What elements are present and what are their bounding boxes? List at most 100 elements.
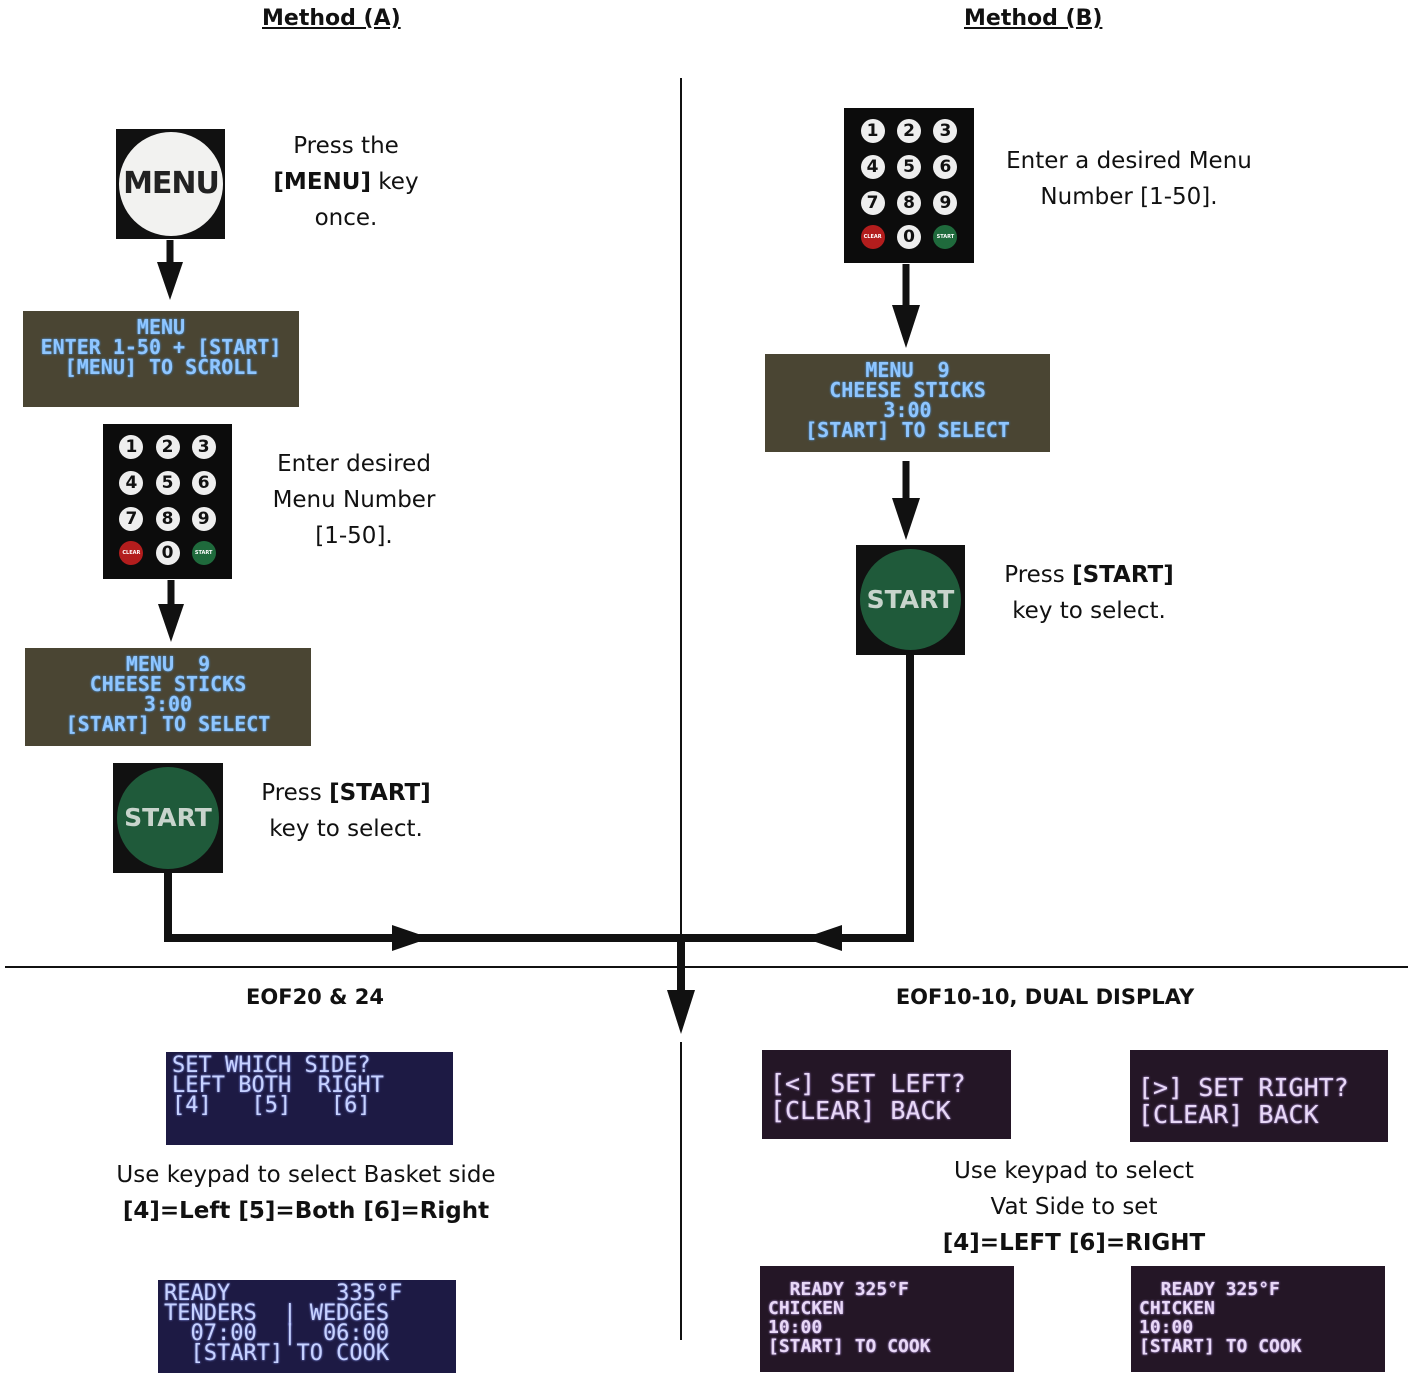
merge-arrow-down xyxy=(667,990,695,1034)
lcd-line: MENU 9 xyxy=(769,360,1046,380)
lcd-line: [START] TO COOK xyxy=(768,1337,1006,1356)
keypad-key-2[interactable]: 2 xyxy=(156,435,180,459)
step2-line: [1-50]. xyxy=(254,518,454,554)
start-button-photo-b[interactable]: START xyxy=(856,545,965,655)
start-button-photo-a[interactable]: START xyxy=(113,763,223,873)
keypad-key-0[interactable]: 0 xyxy=(156,541,180,565)
lcd-menu-item-a: MENU 9 CHEESE STICKS 3:00 [START] TO SEL… xyxy=(25,648,311,746)
lcd-ready-right: READY 325°F CHICKEN 10:00 [START] TO COO… xyxy=(1131,1266,1385,1372)
merge-path-a xyxy=(168,873,681,938)
arrow-a2 xyxy=(158,604,184,642)
lcd-line: 10:00 xyxy=(768,1318,1006,1337)
method-a-step2-text: Enter desired Menu Number [1-50]. xyxy=(254,446,454,554)
step1-line1: Press the xyxy=(256,128,436,164)
method-b-step1-text: Enter a desired Menu Number [1-50]. xyxy=(988,143,1270,215)
b-step2-key: [START] xyxy=(1072,562,1174,588)
lcd-line: [START] TO COOK xyxy=(164,1344,450,1364)
start-button-face-b: START xyxy=(860,549,961,650)
b-step2-line1: Press [START] xyxy=(989,557,1189,593)
start-button-label-b: START xyxy=(867,585,955,614)
keypad-start-key[interactable]: START xyxy=(933,225,957,249)
eof10-instr-bold: [4]=LEFT [6]=RIGHT xyxy=(900,1225,1248,1261)
keypad-key-7[interactable]: 7 xyxy=(119,507,143,531)
keypad-key-8[interactable]: 8 xyxy=(897,191,921,215)
keypad-key-2[interactable]: 2 xyxy=(897,119,921,143)
lcd-set-right: [>] SET RIGHT? [CLEAR] BACK xyxy=(1130,1050,1388,1142)
eof20-instr-line2: [4]=Left [5]=Both [6]=Right xyxy=(96,1193,516,1229)
lcd-line: 3:00 xyxy=(769,400,1046,420)
arrow-b1 xyxy=(892,305,920,348)
lcd-line: [>] SET RIGHT? xyxy=(1138,1074,1380,1101)
lcd-line: [START] TO SELECT xyxy=(29,714,307,734)
keypad-clear-key[interactable]: CLEAR xyxy=(119,541,143,565)
lcd-line: [CLEAR] BACK xyxy=(1138,1101,1380,1128)
lcd-set-which-side: SET WHICH SIDE? LEFT BOTH RIGHT [4] [5] … xyxy=(166,1052,453,1145)
lcd-line: CHEESE STICKS xyxy=(29,674,307,694)
keypad-key-0[interactable]: 0 xyxy=(897,225,921,249)
method-a-step3-text: Press [START] key to select. xyxy=(246,775,446,847)
menu-button-photo[interactable]: MENU xyxy=(116,129,225,239)
keypad-clear-key[interactable]: CLEAR xyxy=(861,225,885,249)
keypad-key-9[interactable]: 9 xyxy=(933,191,957,215)
keypad-key-4[interactable]: 4 xyxy=(861,155,885,179)
lcd-set-left: [<] SET LEFT? [CLEAR] BACK xyxy=(762,1050,1011,1139)
keypad-key-6[interactable]: 6 xyxy=(933,155,957,179)
lcd-line: CHEESE STICKS xyxy=(769,380,1046,400)
arrow-a1 xyxy=(157,262,183,300)
step2-line: Menu Number xyxy=(254,482,454,518)
method-a-step1-text: Press the [MENU] key once. xyxy=(256,128,436,236)
keypad-key-9[interactable]: 9 xyxy=(192,507,216,531)
step1-tail: key xyxy=(371,169,419,195)
lcd-line: 10:00 xyxy=(1139,1318,1377,1337)
lcd-menu-item-b: MENU 9 CHEESE STICKS 3:00 [START] TO SEL… xyxy=(765,354,1050,452)
lcd-line: [START] TO COOK xyxy=(1139,1337,1377,1356)
eof20-title: EOF20 & 24 xyxy=(215,985,415,1009)
lcd-line: READY 325°F xyxy=(1139,1280,1377,1299)
lcd-line: MENU 9 xyxy=(29,654,307,674)
step2-line: Enter desired xyxy=(254,446,454,482)
step3-pre: Press xyxy=(261,780,329,806)
lcd-line: READY 325°F xyxy=(768,1280,1006,1299)
eof20-instr-line1: Use keypad to select Basket side xyxy=(96,1157,516,1193)
arrow-b2 xyxy=(892,498,920,540)
lcd-menu-prompt: MENU ENTER 1-50 + [START] [MENU] TO SCRO… xyxy=(23,311,299,407)
start-button-label-a: START xyxy=(124,803,212,832)
keypad-key-6[interactable]: 6 xyxy=(192,471,216,495)
step1-line2: [MENU] key xyxy=(256,164,436,200)
step3-key: [START] xyxy=(329,780,431,806)
eof10-instr-line: Use keypad to select xyxy=(900,1153,1248,1189)
step1-line3: once. xyxy=(256,200,436,236)
step1-key: [MENU] xyxy=(273,169,371,195)
lcd-ready-left: READY 325°F CHICKEN 10:00 [START] TO COO… xyxy=(760,1266,1014,1372)
keypad-key-5[interactable]: 5 xyxy=(156,471,180,495)
lcd-line: [4] [5] [6] xyxy=(172,1096,447,1116)
start-button-face-a: START xyxy=(117,767,219,869)
merge-arrow-a xyxy=(392,925,430,951)
method-b-step2-text: Press [START] key to select. xyxy=(989,557,1189,629)
keypad-key-8[interactable]: 8 xyxy=(156,507,180,531)
menu-button-label: MENU xyxy=(123,166,219,201)
eof10-title: EOF10-10, DUAL DISPLAY xyxy=(850,985,1240,1009)
keypad-key-3[interactable]: 3 xyxy=(933,119,957,143)
step3-line1: Press [START] xyxy=(246,775,446,811)
lcd-line: MENU xyxy=(27,317,295,337)
b-step2-line2: key to select. xyxy=(989,593,1189,629)
method-a-title: Method (A) xyxy=(262,6,401,31)
keypad-key-1[interactable]: 1 xyxy=(119,435,143,459)
lcd-ready-eof20: READY 335°F TENDERS | WEDGES 07:00 | 06:… xyxy=(158,1280,456,1373)
keypad-key-3[interactable]: 3 xyxy=(192,435,216,459)
lcd-line: [<] SET LEFT? xyxy=(770,1070,1003,1097)
keypad-key-4[interactable]: 4 xyxy=(119,471,143,495)
keypad-key-7[interactable]: 7 xyxy=(861,191,885,215)
keypad-key-1[interactable]: 1 xyxy=(861,119,885,143)
keypad-start-key[interactable]: START xyxy=(192,541,216,565)
menu-button-face: MENU xyxy=(119,132,223,236)
eof10-instruction: Use keypad to select Vat Side to set [4]… xyxy=(900,1153,1248,1261)
keypad-key-5[interactable]: 5 xyxy=(897,155,921,179)
step3-line2: key to select. xyxy=(246,811,446,847)
b-step1-line: Enter a desired Menu xyxy=(988,143,1270,179)
eof20-instruction: Use keypad to select Basket side [4]=Lef… xyxy=(96,1157,516,1229)
lcd-line: CHICKEN xyxy=(1139,1299,1377,1318)
